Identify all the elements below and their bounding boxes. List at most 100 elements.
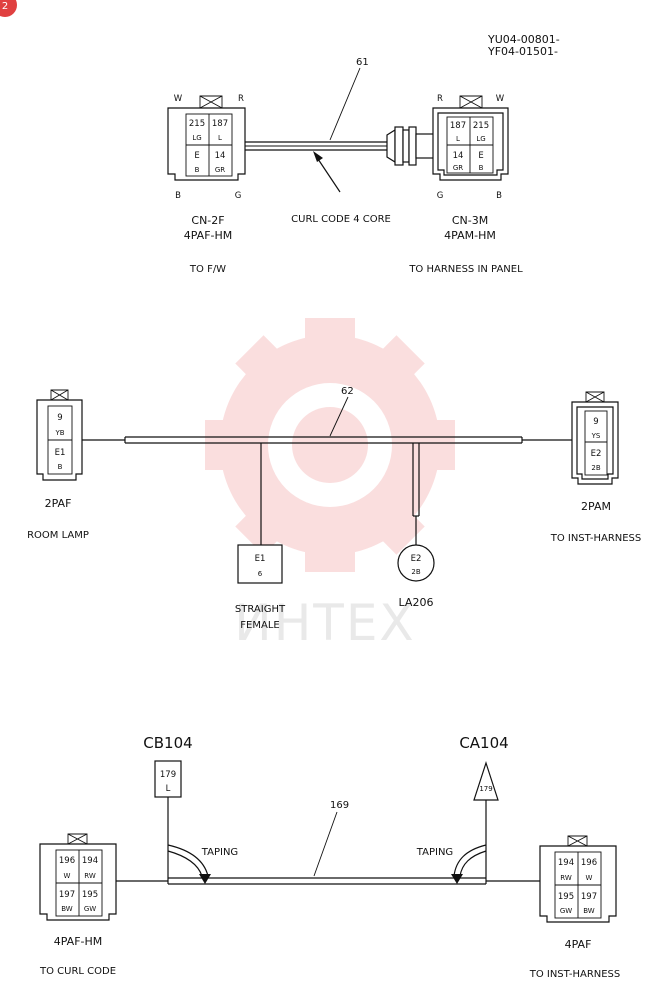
- harness-169-trunk: [116, 877, 540, 885]
- cn2f-name: CN-2F: [191, 214, 224, 227]
- cn2f-type: 4PAF-HM: [184, 229, 233, 242]
- 4paf-cell3-color: GW: [560, 907, 572, 915]
- cn2f-cell2-pin: 187: [212, 119, 228, 129]
- connector-4paf-inst-harness: 194 RW 196 W 195 GW 197 BW: [539, 835, 617, 923]
- cn3m-destination: TO HARNESS IN PANEL: [408, 264, 523, 275]
- cn3m-cell3-pin: 14: [453, 151, 464, 161]
- cn3m-cell3-color: GR: [453, 164, 463, 172]
- square-terminal-label-2: FEMALE: [240, 620, 279, 631]
- 4paf-cell3-pin: 195: [558, 892, 574, 902]
- 2paf-cell2-pin: E1: [55, 448, 66, 458]
- cn3m-corner-bl: G: [437, 191, 444, 201]
- cb104-code: CB104: [143, 734, 192, 752]
- cn2f-corner-bl: B: [175, 191, 181, 201]
- cn2f-cell1-pin: 215: [189, 119, 205, 129]
- doc-code-1: YU04-00801-: [487, 33, 560, 46]
- connector-cn-2f: 215 LG 187 L E B 14 GR W R B G: [167, 94, 246, 201]
- wire-61-number: 61: [356, 57, 369, 68]
- watermark-logo-gear: [205, 318, 455, 572]
- cn3m-cell2-pin: 215: [473, 121, 489, 131]
- taping-right-arrow: [451, 844, 487, 884]
- 4paf-cell2-color: W: [586, 874, 593, 882]
- cn3m-corner-tl: R: [437, 94, 443, 104]
- cn2f-cell4-color: GR: [215, 166, 225, 174]
- watermark-text: ИНТЕХ: [234, 594, 415, 652]
- cn3m-cell4-color: B: [479, 164, 484, 172]
- cn2f-destination: TO F/W: [189, 264, 226, 275]
- cn3m-cell4-pin: E: [478, 151, 483, 161]
- wire-61-leader: [329, 67, 361, 141]
- page-badge-number: 2: [2, 1, 8, 12]
- connector-cn-3m: 187 L 215 LG 14 GR E B R W G B: [432, 94, 509, 201]
- cb104-pin: 179: [160, 770, 176, 780]
- cn2f-cell2-color: L: [218, 134, 222, 142]
- terminal-cb104: 179 L: [154, 760, 182, 798]
- terminal-la206: E2 2B: [397, 544, 435, 582]
- connector-2paf-room-lamp: 9 YB E1 B: [36, 389, 83, 481]
- 4pafhm-cell1-color: W: [64, 872, 71, 880]
- square-terminal-pin: E1: [255, 554, 266, 564]
- 4paf-cell2-pin: 196: [581, 858, 597, 868]
- terminal-straight-female: E1 6: [237, 544, 283, 584]
- round-terminal-color: 2B: [411, 568, 420, 576]
- taping-left-arrow: [167, 844, 211, 884]
- cn2f-corner-tl: W: [174, 94, 183, 104]
- harness-62-trunk: [82, 436, 572, 545]
- cn3m-cell1-color: L: [456, 135, 460, 143]
- doc-code-2: YF04-01501-: [487, 45, 558, 58]
- 2pam-type: 2PAM: [581, 500, 611, 513]
- section3-curl-code-inst-harness: CB104 179 L CA104 179 TAPING TAPING: [39, 734, 620, 980]
- taping-right-label: TAPING: [416, 847, 453, 858]
- connector-2pam-inst-harness: 9 YS E2 2B: [571, 391, 619, 485]
- cable-label-arrow: [313, 151, 341, 193]
- wire-169-number: 169: [330, 800, 349, 811]
- wire-62-leader: [329, 396, 349, 437]
- 4pafhm-destination: TO CURL CODE: [39, 966, 116, 977]
- 4pafhm-cell1-pin: 196: [59, 856, 75, 866]
- 4pafhm-cell4-pin: 195: [82, 890, 98, 900]
- cable-61: [245, 141, 388, 151]
- cable-boot: [386, 126, 435, 166]
- ca104-pin: 179: [479, 785, 492, 793]
- cn3m-type: 4PAM-HM: [444, 229, 496, 242]
- 4paf-destination: TO INST-HARNESS: [529, 969, 621, 980]
- 2pam-cell2-color: 2B: [591, 464, 600, 472]
- connector-4paf-hm-curl-code: 196 W 194 RW 197 BW 195 GW: [39, 833, 117, 921]
- square-terminal-color: 6: [258, 570, 263, 578]
- cn3m-name: CN-3M: [452, 214, 488, 227]
- page-badge: [0, 0, 17, 17]
- cn2f-corner-tr: R: [238, 94, 244, 104]
- section1-curl-code-harness: 215 LG 187 L E B 14 GR W R B G CN-2F 4PA…: [167, 57, 523, 275]
- 4pafhm-cell3-color: BW: [61, 905, 73, 913]
- section2-room-lamp-harness: 9 YB E1 B 2PAF ROOM LAMP 62 E1 6: [27, 386, 641, 631]
- 4paf-cell4-color: BW: [583, 907, 595, 915]
- 2pam-destination: TO INST-HARNESS: [550, 533, 642, 544]
- cn3m-cell1-pin: 187: [450, 121, 466, 131]
- cb104-color: L: [166, 784, 171, 794]
- 4paf-cell1-color: RW: [560, 874, 572, 882]
- 2pam-cell1-color: YS: [591, 432, 601, 440]
- cn3m-corner-tr: W: [496, 94, 505, 104]
- 4paf-cell4-pin: 197: [581, 892, 597, 902]
- cn2f-cell4-pin: 14: [215, 151, 226, 161]
- cn3m-corner-br: B: [496, 191, 502, 201]
- round-terminal-label: LA206: [399, 596, 434, 609]
- wire-169-leader: [313, 811, 338, 877]
- 2paf-cell1-pin: 9: [57, 413, 62, 423]
- cn3m-cell2-color: LG: [476, 135, 485, 143]
- square-terminal-label-1: STRAIGHT: [235, 604, 286, 615]
- cn2f-cell3-pin: E: [194, 151, 199, 161]
- wire-62-number: 62: [341, 386, 354, 397]
- 2paf-cell2-color: B: [58, 463, 63, 471]
- 2pam-cell1-pin: 9: [593, 417, 598, 427]
- 4pafhm-cell2-pin: 194: [82, 856, 98, 866]
- 2pam-cell2-pin: E2: [591, 449, 602, 459]
- terminal-ca104: 179: [473, 761, 499, 801]
- cn2f-cell3-color: B: [195, 166, 200, 174]
- cn2f-cell1-color: LG: [192, 134, 201, 142]
- 2paf-cell1-color: YB: [54, 429, 64, 437]
- 4paf-cell1-pin: 194: [558, 858, 574, 868]
- 4pafhm-cell2-color: RW: [84, 872, 96, 880]
- 4pafhm-cell4-color: GW: [84, 905, 96, 913]
